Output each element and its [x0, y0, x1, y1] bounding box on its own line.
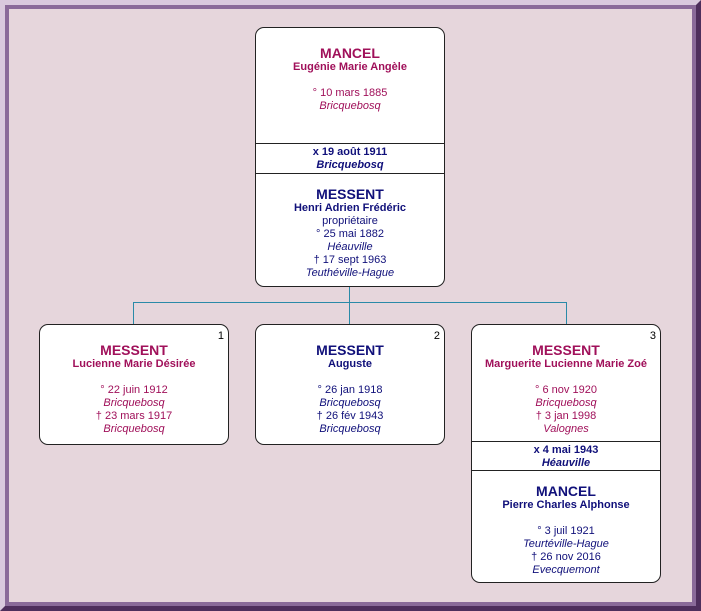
- spouse-death-place: Evecquemont: [532, 564, 600, 576]
- marriage-section: x 19 août 1911 Bricquebosq: [256, 143, 444, 173]
- mother-section: MANCEL Eugénie Marie Angèle ° 10 mars 18…: [256, 28, 444, 143]
- spouse-death-date: † 26 nov 2016: [531, 551, 601, 563]
- marriage-date: x 19 août 1911: [312, 146, 388, 158]
- father-death-place: Teuthéville-Hague: [305, 267, 395, 279]
- child-1-section: MESSENT Lucienne Marie Désirée ° 22 juin…: [40, 325, 228, 436]
- father-birth-place: Héauville: [327, 241, 373, 253]
- father-birth-date: ° 25 mai 1882: [316, 228, 384, 240]
- child-2-given-names: Auguste: [328, 358, 372, 370]
- child-1-death-date: † 23 mars 1917: [95, 410, 173, 422]
- connector-parent-stem: [349, 286, 350, 302]
- child-3-section: MESSENT Marguerite Lucienne Marie Zoé ° …: [472, 325, 660, 441]
- parents-card[interactable]: MANCEL Eugénie Marie Angèle ° 10 mars 18…: [255, 27, 445, 287]
- spouse-birth-date: ° 3 juil 1921: [537, 525, 595, 537]
- child-3-marriage-place: Héauville: [541, 457, 591, 469]
- child-3-death-place: Valognes: [543, 423, 589, 435]
- child-1-death-place: Bricquebosq: [103, 423, 165, 435]
- child-2-section: MESSENT Auguste ° 26 jan 1918 Bricquebos…: [256, 325, 444, 436]
- mother-birth-place: Bricquebosq: [319, 100, 381, 112]
- child-3-birth-place: Bricquebosq: [535, 397, 597, 409]
- child-3-given-names: Marguerite Lucienne Marie Zoé: [485, 358, 647, 370]
- child-card-3[interactable]: 3 MESSENT Marguerite Lucienne Marie Zoé …: [471, 324, 661, 583]
- child-1-birth-place: Bricquebosq: [103, 397, 165, 409]
- connector-child-1: [133, 302, 134, 325]
- child-number: 3: [649, 330, 656, 342]
- father-section: MESSENT Henri Adrien Frédéric propriétai…: [256, 173, 444, 280]
- child-number: 1: [217, 330, 224, 342]
- child-1-surname: MESSENT: [100, 342, 168, 358]
- mother-given-names: Eugénie Marie Angèle: [293, 61, 407, 73]
- child-3-surname: MESSENT: [532, 342, 600, 358]
- child-2-birth-date: ° 26 jan 1918: [317, 384, 383, 396]
- mother-surname: MANCEL: [320, 45, 380, 61]
- connector-child-3: [566, 302, 567, 325]
- child-3-birth-date: ° 6 nov 1920: [535, 384, 597, 396]
- father-occupation: propriétaire: [322, 215, 378, 227]
- marriage-place: Bricquebosq: [316, 159, 384, 171]
- child-2-surname: MESSENT: [316, 342, 384, 358]
- child-card-2[interactable]: 2 MESSENT Auguste ° 26 jan 1918 Bricqueb…: [255, 324, 445, 445]
- spouse-surname: MANCEL: [536, 483, 596, 499]
- child-number: 2: [433, 330, 440, 342]
- child-card-1[interactable]: 1 MESSENT Lucienne Marie Désirée ° 22 ju…: [39, 324, 229, 445]
- child-3-death-date: † 3 jan 1998: [535, 410, 597, 422]
- father-given-names: Henri Adrien Frédéric: [293, 202, 407, 214]
- child-3-marriage-section: x 4 mai 1943 Héauville: [472, 441, 660, 470]
- spouse-section: MANCEL Pierre Charles Alphonse ° 3 juil …: [472, 470, 660, 577]
- connector-horizontal: [133, 302, 567, 303]
- spouse-birth-place: Teurtéville-Hague: [523, 538, 609, 550]
- spouse-given-names: Pierre Charles Alphonse: [502, 499, 630, 511]
- child-1-birth-date: ° 22 juin 1912: [100, 384, 168, 396]
- mother-birth-date: ° 10 mars 1885: [312, 87, 388, 99]
- child-2-birth-place: Bricquebosq: [319, 397, 381, 409]
- child-1-given-names: Lucienne Marie Désirée: [72, 358, 196, 370]
- child-2-death-place: Bricquebosq: [319, 423, 381, 435]
- father-death-date: † 17 sept 1963: [313, 254, 387, 266]
- child-3-marriage-date: x 4 mai 1943: [533, 444, 599, 456]
- child-2-death-date: † 26 fév 1943: [316, 410, 384, 422]
- connector-child-2: [349, 302, 350, 325]
- father-surname: MESSENT: [316, 186, 384, 202]
